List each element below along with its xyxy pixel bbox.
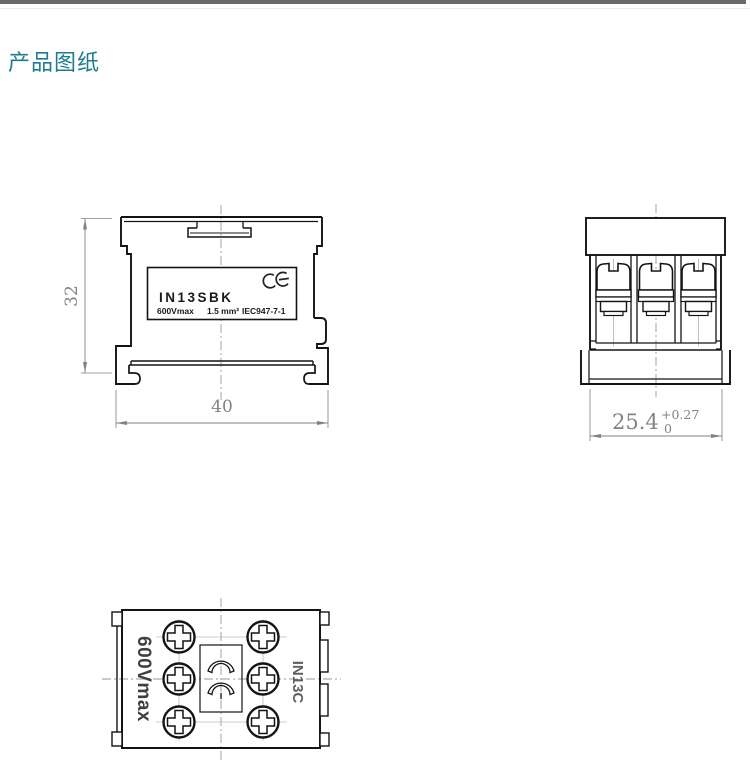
- right-tab: [319, 683, 329, 717]
- product-label: IN13SBK 600Vmax 1.5 mm² IEC947-7-1: [146, 266, 298, 321]
- dim-tolerance-lower: 0: [664, 421, 672, 436]
- front-top-tab: [187, 221, 252, 238]
- top-border-bar: [0, 0, 746, 4]
- dimension-height: 32: [62, 218, 112, 374]
- front-left-foot-hook: [128, 365, 141, 385]
- screw-icon: [246, 705, 280, 739]
- clamp-arc-icon: [207, 682, 235, 696]
- ce-mark-icon: [262, 271, 289, 289]
- dim-side-width-value: 25.4: [612, 410, 659, 434]
- label-model-text: IN13SBK: [159, 290, 234, 305]
- right-tab: [319, 732, 330, 747]
- front-right-profile: [313, 217, 323, 318]
- marking-model-text: IN13C: [289, 661, 306, 704]
- screw-icon: [162, 705, 196, 739]
- front-left-profile: [115, 217, 135, 385]
- bottom-body-outline: [121, 609, 321, 749]
- divider-line: [0, 8, 750, 9]
- side-base-block: [580, 350, 731, 385]
- side-top-cap: [585, 217, 726, 256]
- front-latch: [309, 317, 329, 385]
- side-body-walls: [589, 255, 722, 350]
- marking-voltage-text: 600Vmax: [133, 636, 154, 722]
- front-rail-plate: [129, 360, 315, 366]
- dimension-side-width: 25.4 +0.27 0: [589, 389, 723, 441]
- front-right-foot-hook: [303, 365, 316, 385]
- right-tab: [319, 639, 329, 673]
- dimension-width: 40: [115, 390, 329, 428]
- center-window: [199, 644, 243, 713]
- label-voltage-text: 600Vmax: [157, 306, 194, 316]
- side-view: 25.4 +0.27 0: [580, 204, 731, 441]
- terminal-screw-icon: [637, 262, 675, 317]
- dim-width-value: 40: [211, 397, 233, 417]
- dim-height-value: 32: [62, 285, 82, 307]
- front-view: IN13SBK 600Vmax 1.5 mm² IEC947-7-1 32 40: [62, 205, 329, 428]
- screw-icon: [162, 662, 196, 696]
- right-tab: [319, 611, 330, 626]
- clamp-arc-icon: [207, 660, 235, 674]
- left-tab: [111, 611, 123, 627]
- dim-tolerance-upper: +0.27: [661, 407, 699, 422]
- label-standard-text: IEC947-7-1: [242, 306, 286, 316]
- terminal-screw-icon: [595, 262, 632, 317]
- screw-icon: [246, 662, 280, 696]
- screw-icon: [162, 620, 196, 654]
- page-title: 产品图纸: [8, 50, 101, 75]
- screw-icon: [246, 620, 280, 654]
- label-wire-size-text: 1.5 mm²: [207, 306, 239, 316]
- terminal-screw-icon: [680, 262, 717, 317]
- left-tab: [111, 731, 123, 747]
- bottom-view: 600Vmax IN13C: [102, 598, 341, 762]
